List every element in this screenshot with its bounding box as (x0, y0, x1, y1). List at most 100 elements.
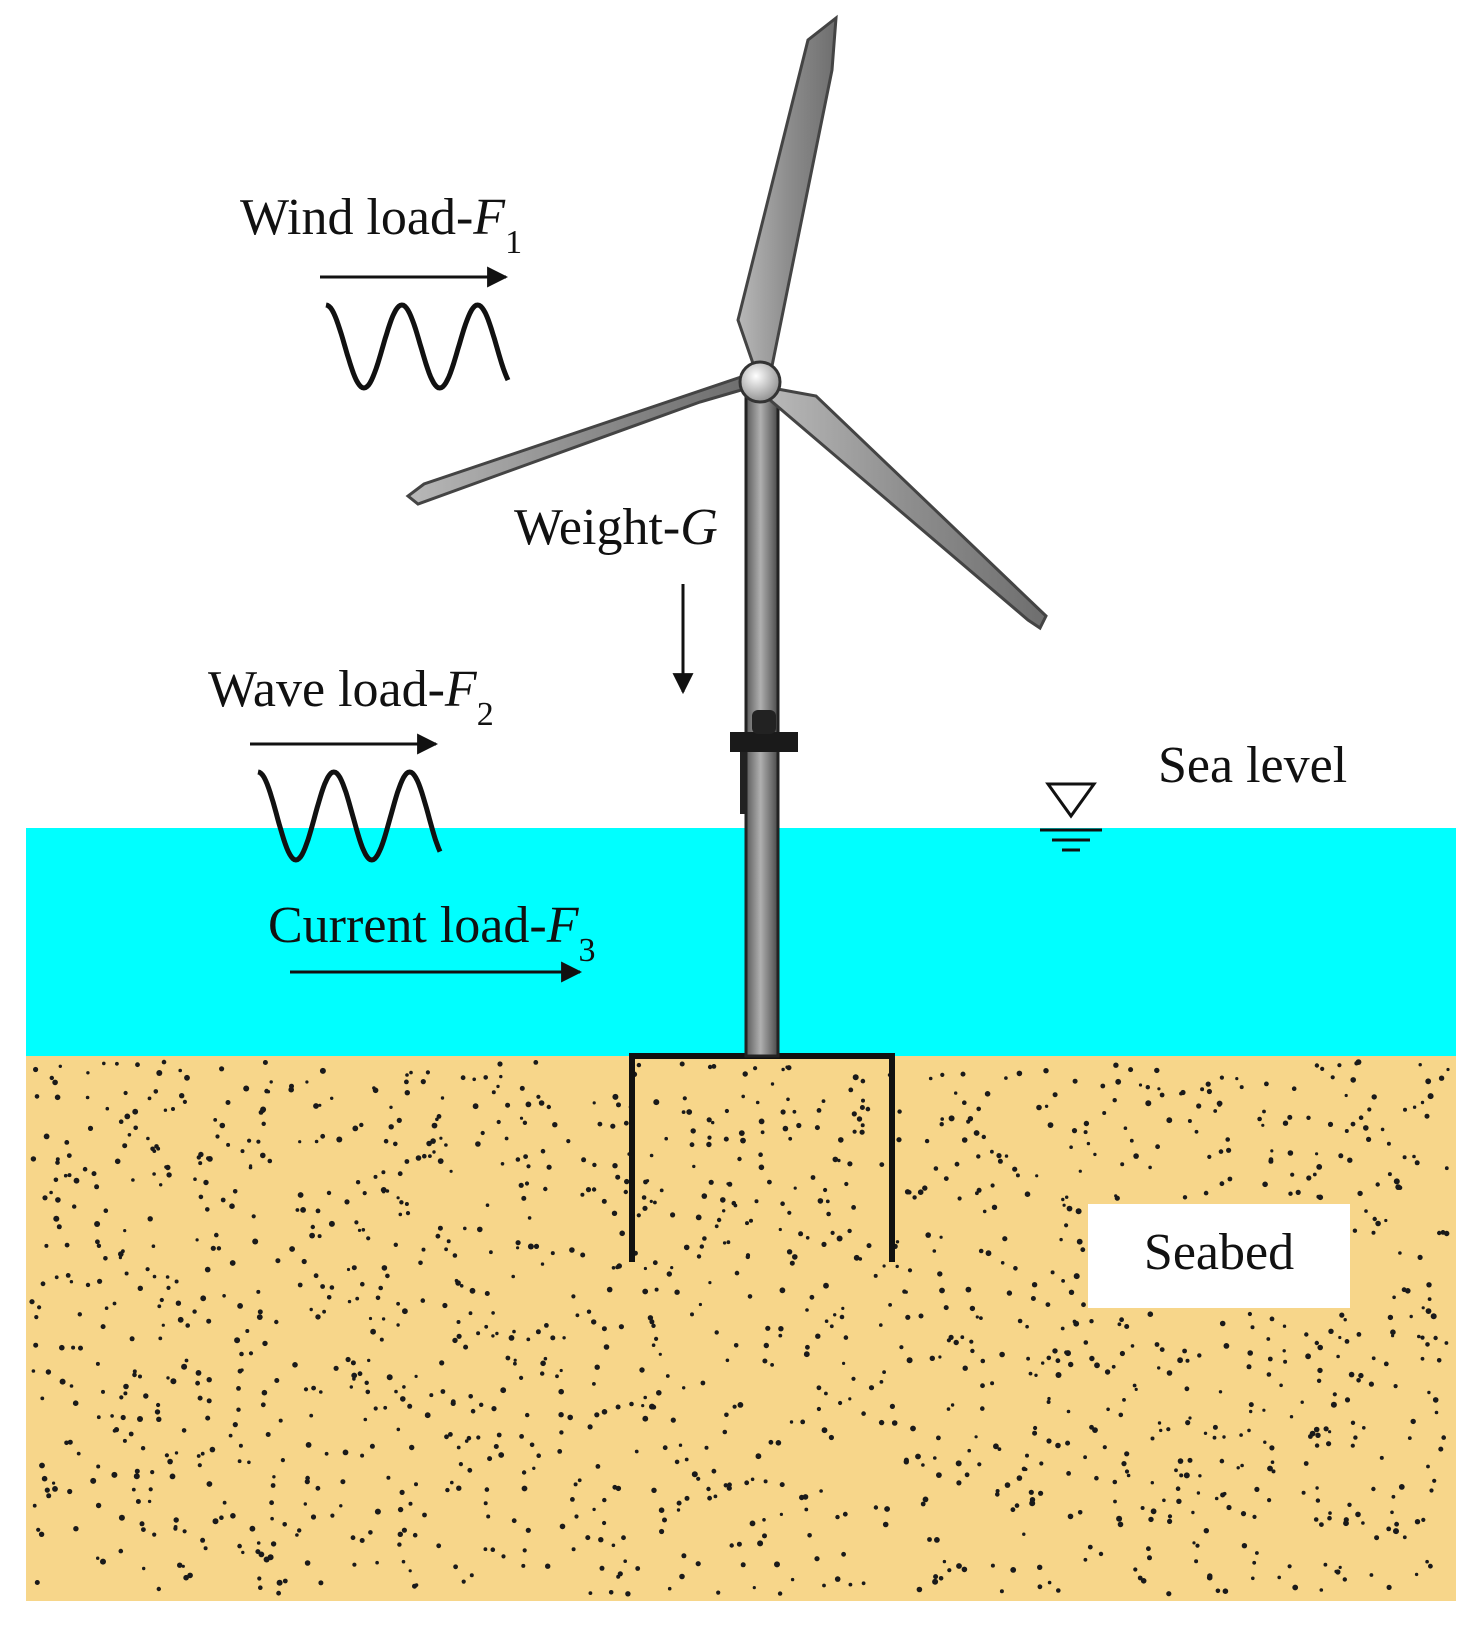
sand-dot (1145, 1100, 1152, 1107)
sand-dot (197, 1395, 203, 1401)
sand-dot (1081, 1302, 1086, 1308)
sand-dot (55, 1197, 61, 1203)
sand-dot (810, 1175, 816, 1180)
sand-dot (1254, 1486, 1260, 1492)
sand-dot (962, 1365, 968, 1371)
sand-dot (612, 1093, 619, 1100)
sand-dot (786, 1065, 792, 1071)
sand-dot (816, 1385, 822, 1391)
sand-dot (368, 1530, 373, 1535)
sand-dot (842, 1361, 846, 1365)
sand-dot (159, 1183, 163, 1187)
sand-dot (385, 1273, 390, 1279)
sand-dot (1344, 1093, 1348, 1098)
sand-dot (1004, 1482, 1011, 1488)
sand-dot (274, 1319, 279, 1325)
sand-dot (166, 1285, 171, 1290)
sand-dot (322, 1309, 326, 1314)
sand-dot (1219, 1075, 1224, 1080)
sand-dot (984, 1091, 991, 1097)
sand-dot (1392, 1295, 1396, 1300)
sand-dot (1306, 1175, 1312, 1181)
sand-dot (615, 1404, 621, 1410)
sand-dot (828, 1434, 835, 1441)
sand-dot (927, 1537, 932, 1542)
sand-dot (1338, 1335, 1342, 1340)
sand-dot (1024, 1191, 1031, 1197)
sand-dot (133, 1125, 138, 1131)
current-load-label: Current load-F3 (268, 897, 595, 969)
sand-dot (213, 1118, 218, 1122)
sand-dot (1361, 1521, 1365, 1525)
sand-dot (1355, 1059, 1362, 1065)
sand-dot (1030, 1296, 1036, 1301)
sand-dot (882, 1264, 886, 1268)
sand-dot (567, 1414, 573, 1421)
sand-dot (1356, 1378, 1361, 1383)
sand-dot (1315, 1432, 1321, 1439)
sand-dot (204, 1266, 211, 1273)
sand-dot (819, 1489, 823, 1493)
sand-dot (907, 1190, 912, 1195)
sand-dot (139, 1521, 145, 1527)
sand-dot (708, 1281, 712, 1285)
sand-dot (521, 1563, 526, 1568)
sand-dot (670, 1266, 674, 1270)
sand-dot (76, 1451, 81, 1456)
sand-dot (654, 1287, 659, 1292)
sand-dot (274, 1378, 280, 1383)
sand-dot (615, 1174, 621, 1180)
sand-dot (768, 1439, 774, 1445)
sand-dot (974, 1435, 978, 1439)
sand-dot (861, 1581, 866, 1586)
sand-dot (228, 1433, 233, 1438)
sand-dot (64, 1140, 70, 1145)
sand-dot (1252, 1560, 1257, 1565)
sand-dot (1391, 1494, 1396, 1499)
sand-dot (1371, 1486, 1376, 1492)
sand-dot (64, 1440, 69, 1446)
sand-dot (1219, 1458, 1225, 1464)
sand-dot (203, 1546, 208, 1551)
sand-dot (352, 1125, 359, 1132)
sand-dot (1111, 1364, 1116, 1369)
sand-dot (829, 1324, 834, 1329)
sand-dot (409, 1070, 413, 1075)
sand-dot (131, 1178, 135, 1182)
sand-dot (839, 1314, 845, 1320)
sand-dot (1301, 1490, 1306, 1495)
sand-dot (964, 1472, 970, 1478)
sand-dot (361, 1228, 366, 1232)
sand-dot (853, 1254, 860, 1261)
sand-dot (526, 1337, 531, 1342)
sand-dot (137, 1285, 143, 1292)
sand-dot (976, 1187, 982, 1193)
sand-dot (383, 1405, 388, 1410)
sand-dot (674, 1459, 680, 1465)
sand-dot (452, 1253, 458, 1258)
sand-dot (53, 1215, 60, 1222)
sand-dot (272, 1475, 276, 1479)
sand-dot (369, 1443, 375, 1449)
sand-dot (1077, 1510, 1083, 1515)
sand-dot (899, 1345, 904, 1350)
sand-dot (197, 1463, 202, 1468)
sand-dot (562, 1336, 566, 1340)
sand-dot (1283, 1359, 1288, 1364)
sand-dot (1282, 1120, 1289, 1126)
sand-dot (906, 1357, 913, 1364)
sand-dot (94, 1221, 101, 1227)
sand-dot (515, 1157, 521, 1162)
sand-dot (315, 1208, 321, 1214)
sand-dot (928, 1076, 933, 1081)
sand-dot (757, 1540, 764, 1547)
sand-dot (1132, 1383, 1137, 1388)
sand-dot (1130, 1344, 1135, 1348)
sand-dot (318, 1580, 324, 1586)
sand-dot (1251, 1576, 1255, 1581)
sand-dot (1295, 1189, 1301, 1195)
sand-dot (495, 1331, 499, 1336)
sand-dot (324, 1451, 329, 1456)
sand-dot (804, 1507, 809, 1512)
sand-dot (124, 1271, 129, 1276)
